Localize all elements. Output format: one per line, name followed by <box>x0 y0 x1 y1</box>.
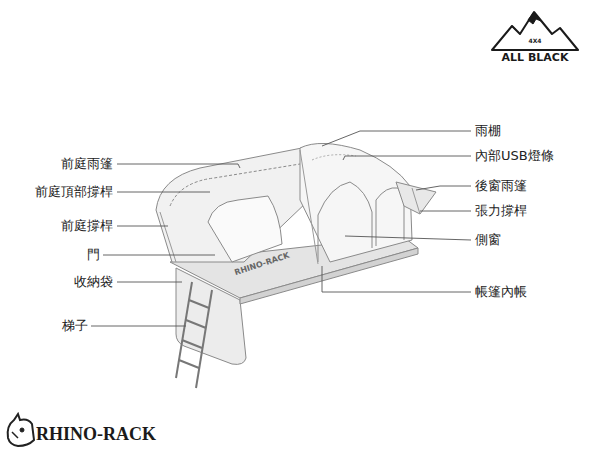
part-label: 梯子 <box>62 319 88 334</box>
logo-wordmark: ALL BLACK <box>502 52 569 65</box>
logo-tag: 4X4 <box>529 38 542 45</box>
part-label: 雨棚 <box>475 124 501 139</box>
logo-mountain <box>492 12 578 50</box>
rhino-logo-icon <box>8 414 34 446</box>
part-label: 帳篷內帳 <box>475 285 527 300</box>
part-label: 張力撐桿 <box>475 204 527 219</box>
part-label: 後窗雨篷 <box>475 179 527 194</box>
part-label: 前庭頂部撐桿 <box>35 185 113 200</box>
tent-drawing <box>156 143 436 388</box>
part-label: 前庭撐桿 <box>61 219 113 234</box>
brand-logo-text: RHINO-RACK <box>36 424 156 445</box>
part-label: 前庭雨篷 <box>61 157 113 172</box>
part-label: 收納袋 <box>74 275 113 290</box>
part-label: 內部USB燈條 <box>475 149 554 164</box>
part-label: 側窗 <box>475 233 501 248</box>
part-label: 門 <box>87 248 100 263</box>
leader-lines <box>91 131 471 326</box>
